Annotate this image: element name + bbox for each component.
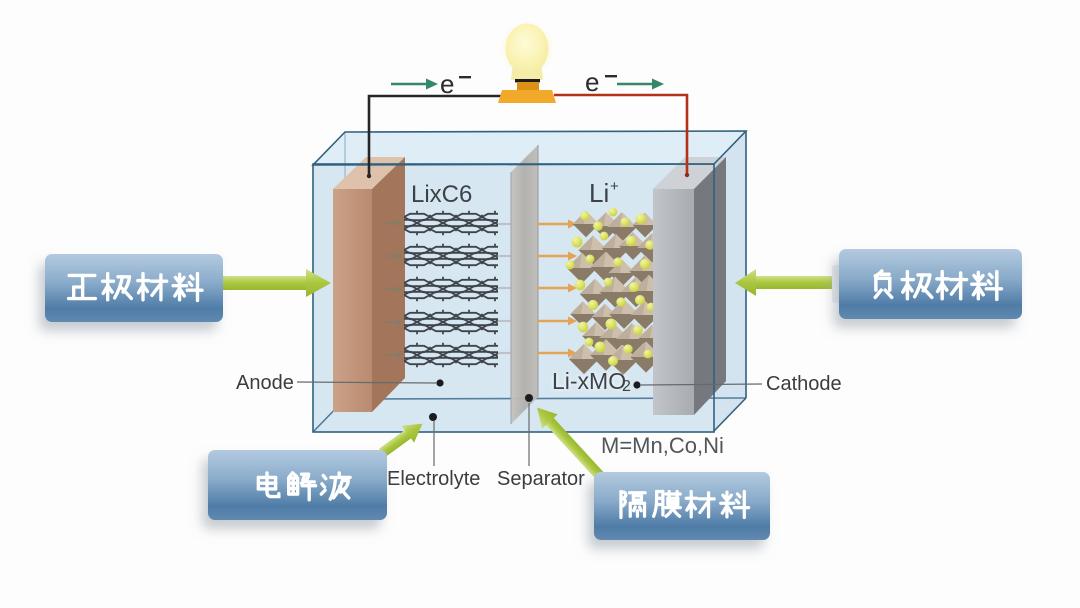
svg-text:Li-xMO: Li-xMO: [552, 368, 626, 394]
svg-text:+: +: [610, 178, 619, 195]
svg-text:e: e: [440, 69, 454, 99]
svg-text:Li: Li: [589, 178, 609, 208]
svg-text:2: 2: [622, 378, 631, 395]
svg-text:LixC6: LixC6: [411, 181, 472, 208]
svg-text:Separator: Separator: [497, 468, 585, 490]
svg-text:M=Mn,Co,Ni: M=Mn,Co,Ni: [601, 433, 724, 458]
svg-text:e: e: [585, 67, 599, 97]
svg-text:Cathode: Cathode: [766, 373, 842, 395]
svg-text:Electrolyte: Electrolyte: [387, 468, 480, 490]
svg-text:Anode: Anode: [236, 372, 294, 394]
